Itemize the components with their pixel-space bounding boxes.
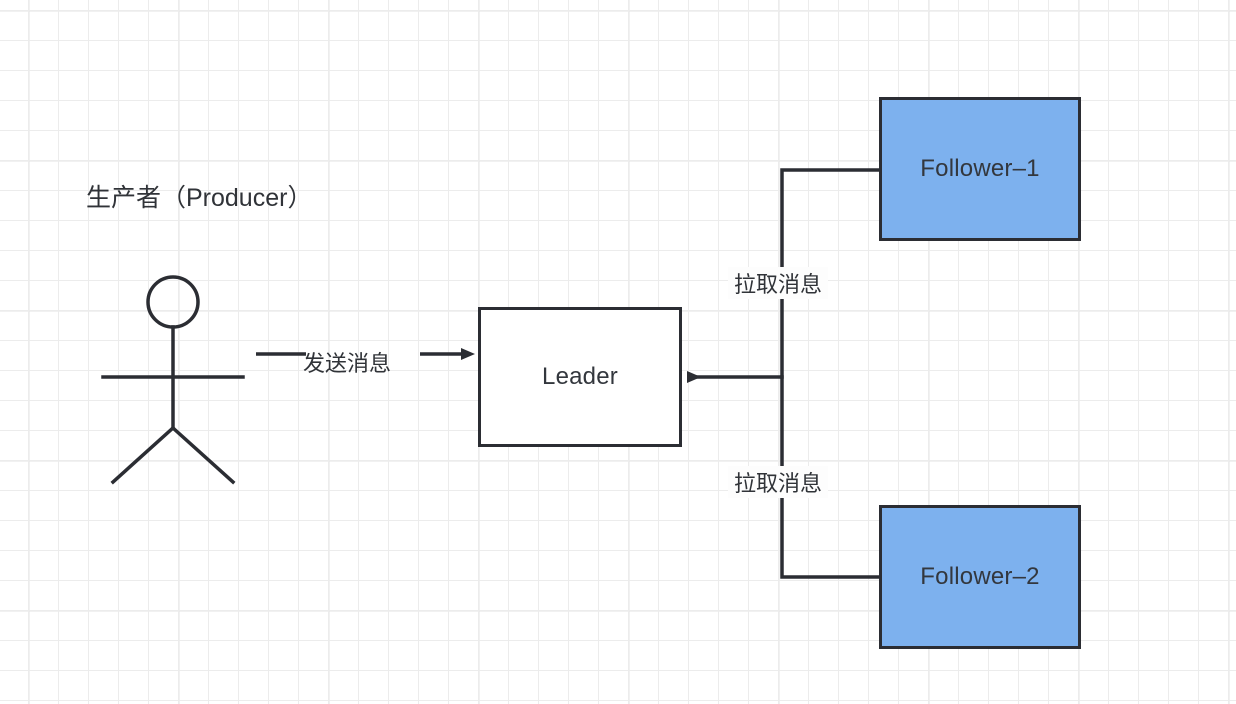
edge-label-pull-message-follower-2: 拉取消息 bbox=[728, 466, 829, 498]
edge-label-send-message: 发送消息 bbox=[303, 351, 392, 376]
edge-follower2-to-leader bbox=[780, 375, 881, 579]
node-follower-2-label: Follower–2 bbox=[920, 563, 1040, 590]
node-leader[interactable]: Leader bbox=[478, 307, 682, 447]
producer-caption: 生产者（Producer） bbox=[86, 184, 313, 212]
stick-figure-icon bbox=[101, 275, 245, 485]
edge-label-pull-message-follower-1: 拉取消息 bbox=[728, 267, 829, 299]
edge-follower1-to-leader bbox=[780, 168, 881, 379]
node-follower-2[interactable]: Follower–2 bbox=[879, 505, 1081, 649]
node-leader-label: Leader bbox=[542, 363, 618, 390]
node-follower-1-label: Follower–1 bbox=[920, 155, 1040, 182]
node-follower-1[interactable]: Follower–1 bbox=[879, 97, 1081, 241]
